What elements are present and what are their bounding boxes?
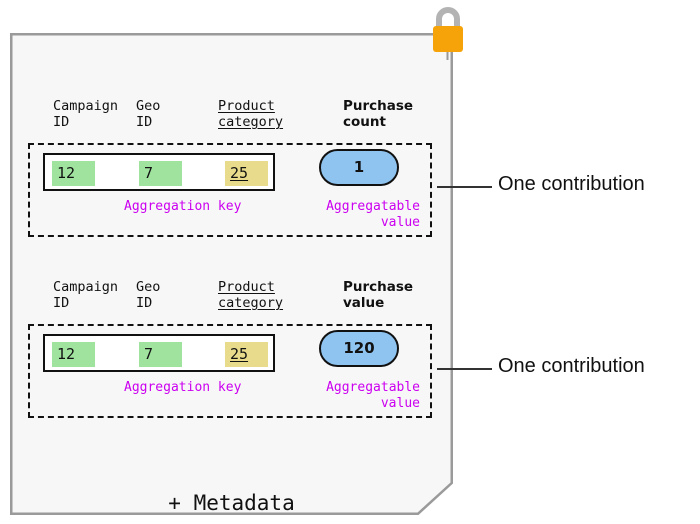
- annotation-one-contribution: One contribution: [498, 173, 645, 195]
- key-cell-product-category: 25: [225, 161, 268, 186]
- header-geo-id: Geo ID: [136, 98, 161, 130]
- key-cell-product-category: 25: [225, 342, 268, 367]
- aggregation-key-box: 12 7 25: [43, 334, 275, 372]
- header-geo-id: Geo ID: [136, 279, 161, 311]
- leader-line: [437, 368, 492, 370]
- header-product-category: Product category: [218, 98, 284, 130]
- padlock-icon: [426, 2, 470, 60]
- annotation-one-contribution: One contribution: [498, 355, 645, 377]
- caption-aggregation-key: Aggregation key: [124, 380, 242, 395]
- aggregatable-value-pill: 120: [319, 330, 399, 367]
- contribution-row: Campaign ID Geo ID Product category Purc…: [18, 95, 435, 237]
- contribution-boundary: [28, 143, 432, 237]
- aggregation-key-box: 12 7 25: [43, 153, 275, 191]
- contribution-boundary: [28, 324, 432, 418]
- header-campaign-id: Campaign ID: [53, 98, 119, 130]
- caption-aggregation-key: Aggregation key: [124, 199, 242, 214]
- key-cell-campaign-id: 12: [52, 342, 95, 367]
- contribution-row: Campaign ID Geo ID Product category Purc…: [18, 276, 435, 418]
- key-cell-campaign-id: 12: [52, 161, 95, 186]
- caption-aggregatable-value: Aggregatable value: [326, 199, 420, 230]
- caption-aggregatable-value: Aggregatable value: [326, 380, 420, 411]
- key-cell-geo-id: 7: [139, 342, 182, 367]
- aggregatable-value-pill: 1: [319, 149, 399, 186]
- leader-line: [437, 186, 492, 188]
- header-measure: Purchase value: [343, 279, 414, 311]
- header-campaign-id: Campaign ID: [53, 279, 119, 311]
- column-headers: Campaign ID Geo ID Product category Purc…: [18, 276, 435, 322]
- header-product-category: Product category: [218, 279, 284, 311]
- key-cell-geo-id: 7: [139, 161, 182, 186]
- header-measure: Purchase count: [343, 98, 414, 130]
- column-headers: Campaign ID Geo ID Product category Purc…: [18, 95, 435, 141]
